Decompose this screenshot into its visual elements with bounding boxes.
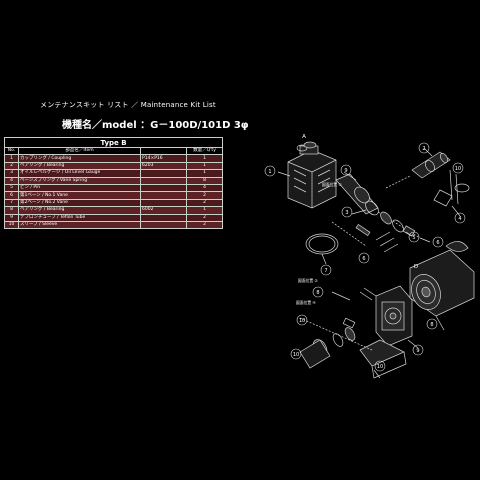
note-label-1: 図面位置 ① <box>322 182 342 187</box>
callout-14: 10 <box>455 166 461 172</box>
callout-4: 4 <box>458 216 461 222</box>
callout-6: 6 <box>436 240 439 246</box>
callout-10: 10 <box>377 364 383 370</box>
motor-housing-upper <box>287 141 337 209</box>
callout-12: 10 <box>299 318 305 324</box>
lower-drive-train <box>299 287 381 379</box>
vane-parts <box>331 221 399 253</box>
letter-a: A <box>302 134 306 140</box>
kit-list-title: メンテナンスキット リスト ／ Maintenance Kit List <box>40 101 216 109</box>
callout-8: 8 <box>316 290 319 296</box>
cell-qty: 2 <box>185 220 224 230</box>
model-label: 機種名／model <box>62 120 137 131</box>
callout-1: 1 <box>268 169 271 175</box>
motor-lower <box>409 241 475 331</box>
model-value: ：G－100D/101D 3φ <box>140 120 249 131</box>
callout-9: 9 <box>416 348 419 354</box>
gasket-ring <box>305 233 339 255</box>
callout-7: 7 <box>324 268 327 274</box>
callout-2: 2 <box>422 146 425 152</box>
note-label-2: 図面位置 ② <box>298 278 318 283</box>
callout-3: 3 <box>345 210 348 216</box>
callout-15: 6 <box>362 256 365 262</box>
callout-circles <box>264 142 466 372</box>
upper-drive-train <box>335 173 421 239</box>
note-label-3: 図面位置 ④ <box>296 300 316 305</box>
letter-d: D <box>414 264 418 270</box>
callout-11: 8 <box>430 322 433 328</box>
callout-13: 9 <box>344 168 347 174</box>
model-line: 機種名／model ：G－100D/101D 3φ <box>62 116 249 131</box>
upper-fittings <box>385 151 470 207</box>
callout-16: 10 <box>293 352 299 358</box>
pump-body-lower <box>359 285 413 379</box>
callout-5: 5 <box>412 235 415 241</box>
